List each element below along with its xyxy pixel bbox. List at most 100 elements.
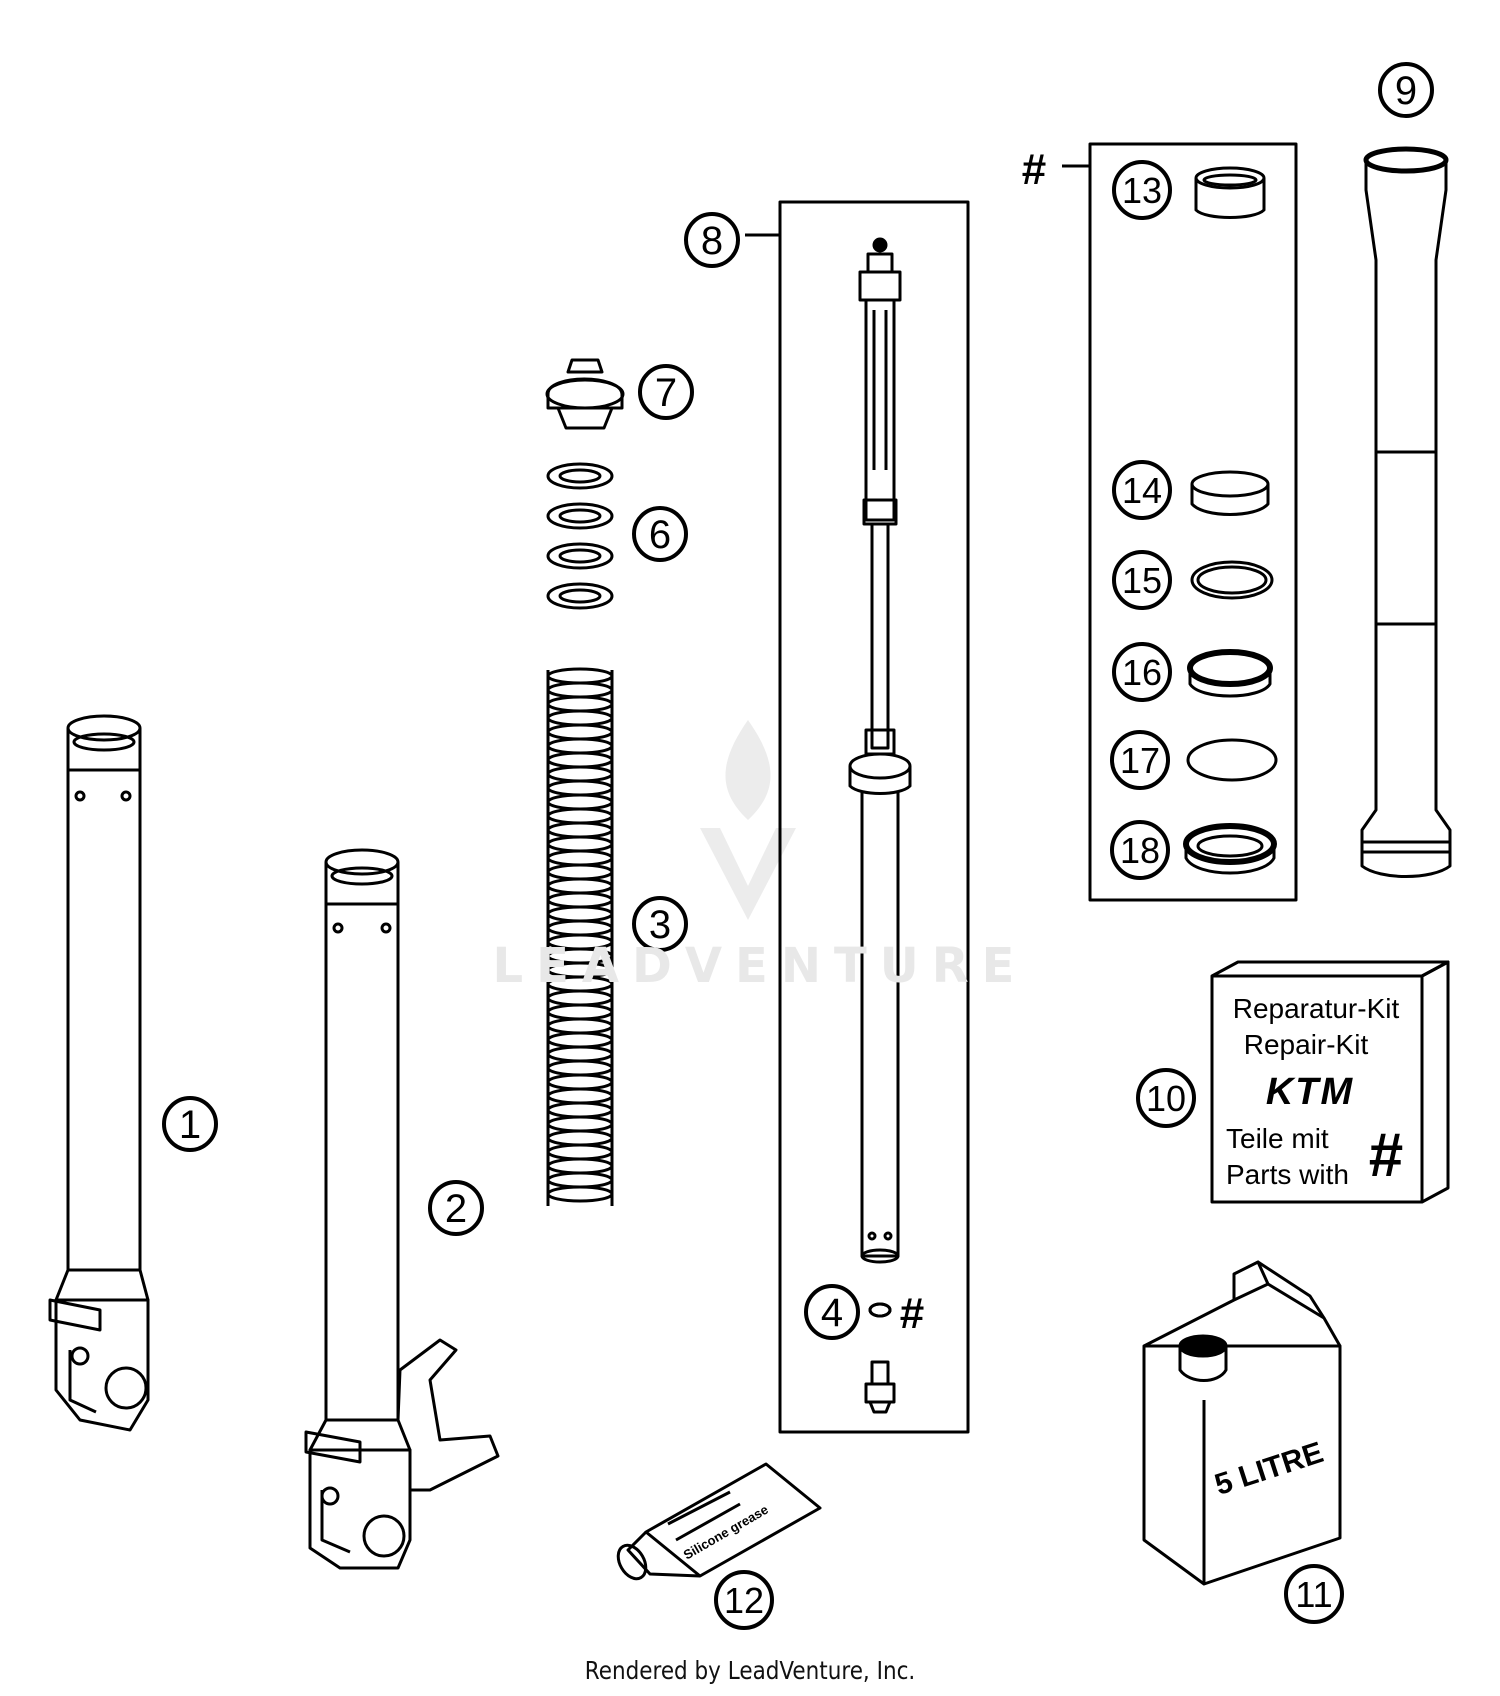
spring-coil (546, 1031, 614, 1049)
footer-credit: Rendered by LeadVenture, Inc. (584, 1656, 916, 1685)
callout-18-text: 18 (1120, 830, 1160, 871)
spring-coil (546, 681, 614, 699)
callout-10-text: 10 (1146, 1078, 1186, 1119)
spring-coil (546, 835, 614, 853)
callout-13-text: 13 (1122, 170, 1162, 211)
spring-coil (546, 1073, 614, 1091)
spring-coil (546, 1171, 614, 1189)
callout-17: 17 (1110, 730, 1170, 790)
kit-marker-top: # (1022, 145, 1046, 194)
callout-14-text: 14 (1122, 470, 1162, 511)
repair-kit-line3: Teile mit (1226, 1123, 1329, 1154)
callout-12: 12 (714, 1570, 774, 1630)
spring-coil (546, 695, 614, 713)
callout-8-text: 8 (701, 219, 723, 263)
callout-7-text: 7 (655, 371, 677, 415)
callout-11: 11 (1284, 1564, 1344, 1624)
spring-coil (546, 1143, 614, 1161)
callout-15-text: 15 (1122, 560, 1162, 601)
spring-coil (546, 905, 614, 923)
spring-coil (546, 1157, 614, 1175)
seal-ring-16 (1187, 649, 1273, 698)
fork-cap (545, 358, 625, 430)
spring-coil (546, 807, 614, 825)
guide-bushing-14 (1190, 470, 1270, 516)
spring-coil (546, 1045, 614, 1063)
spring-coil (546, 1003, 614, 1021)
callout-15: 15 (1112, 550, 1172, 610)
callout-12-text: 12 (724, 1580, 764, 1621)
oil-can-label: 5 LITRE (1211, 1436, 1327, 1502)
o-ring-17 (1186, 738, 1278, 782)
spring-coil (546, 667, 614, 685)
spring-coil (546, 1115, 614, 1133)
callout-16-text: 16 (1122, 652, 1162, 693)
callout-13: 13 (1112, 160, 1172, 220)
callout-11-text: 11 (1295, 1574, 1332, 1615)
repair-kit-line2: Repair-Kit (1244, 1029, 1369, 1060)
spring-coil (546, 1185, 614, 1203)
spring-coil (546, 1059, 614, 1077)
callout-4-text: 4 (821, 1291, 843, 1335)
spring-coil (546, 793, 614, 811)
spring-coil (546, 863, 614, 881)
spring-coil (546, 723, 614, 741)
spring-coil (546, 821, 614, 839)
callout-14: 14 (1112, 460, 1172, 520)
kit-parts-frame (1062, 142, 1298, 902)
spring-coil (546, 1129, 614, 1147)
callout-1: 1 (162, 1096, 218, 1152)
callout-7: 7 (638, 364, 694, 420)
callout-1-text: 1 (179, 1103, 201, 1147)
repair-kit-line4: Parts with (1226, 1159, 1349, 1190)
callout-labels: 1 2 3 4 6 7 8 9 (162, 62, 1434, 1630)
washer-stack (546, 462, 614, 610)
guide-bushing-13 (1194, 166, 1266, 219)
silicone-grease-tube (616, 1462, 822, 1581)
callout-10: 10 (1136, 1068, 1196, 1128)
spring-coil (546, 891, 614, 909)
callout-8: 8 (684, 212, 740, 268)
callout-18: 18 (1110, 820, 1170, 880)
spring-coil (546, 751, 614, 769)
fork-oil-can (1142, 1260, 1342, 1586)
spring-coil (546, 709, 614, 727)
cartridge-frame (745, 200, 970, 1434)
callout-9-text: 9 (1395, 69, 1417, 113)
fork-leg-left (48, 714, 150, 1432)
spring-coil (546, 1101, 614, 1119)
spring-coil (546, 779, 614, 797)
callout-9: 9 (1378, 62, 1434, 118)
callout-16: 16 (1112, 642, 1172, 702)
spring-coil (546, 1017, 614, 1035)
spring-coil (546, 877, 614, 895)
fork-leg-right (304, 848, 500, 1570)
callout-17-text: 17 (1120, 740, 1160, 781)
callout-4: 4 (804, 1284, 860, 1340)
o-ring-15 (1190, 560, 1274, 600)
callout-6-text: 6 (649, 513, 671, 557)
callout-3-text: 3 (649, 903, 671, 947)
kit-marker-part-4: # (900, 1289, 924, 1338)
callout-3: 3 (632, 896, 688, 952)
part-4-washer (868, 1302, 892, 1318)
seal-ring-18 (1183, 823, 1277, 875)
callout-6: 6 (632, 506, 688, 562)
repair-kit-line1: Reparatur-Kit (1233, 993, 1400, 1024)
spring-coil (546, 1087, 614, 1105)
spring-coil (546, 737, 614, 755)
fork-spring (546, 667, 614, 1206)
watermark-logo (700, 720, 796, 920)
inner-fork-tube (1360, 146, 1452, 878)
spring-coil (546, 919, 614, 937)
spring-coil (546, 765, 614, 783)
repair-kit-marker: # (1369, 1121, 1403, 1190)
damper-cartridge (848, 237, 912, 1414)
ktm-logo: KTM (1266, 1071, 1354, 1113)
watermark-text: LEADVENTURE (492, 938, 1028, 994)
repair-kit-box (1210, 960, 1450, 1204)
callout-2: 2 (428, 1180, 484, 1236)
spring-coil (546, 849, 614, 867)
callout-2-text: 2 (445, 1187, 467, 1231)
